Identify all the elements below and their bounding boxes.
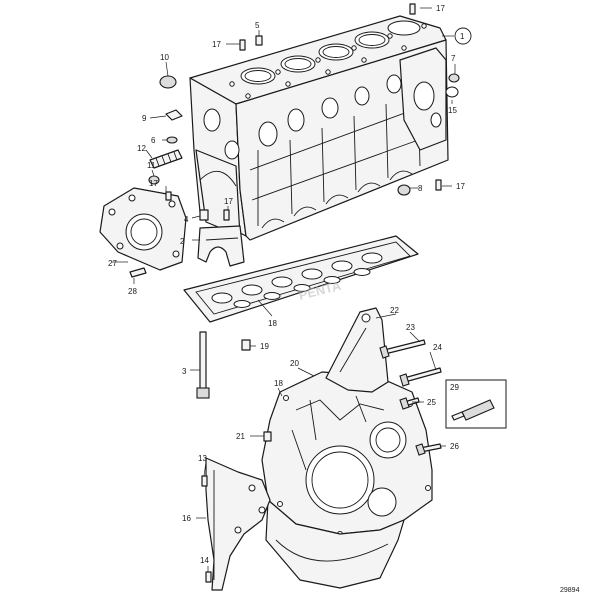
small-fittings-left bbox=[129, 3, 460, 351]
callout-19: 19 bbox=[260, 342, 269, 351]
ladder-frame-gasket: PENTA bbox=[183, 235, 419, 323]
callout-5: 5 bbox=[255, 21, 260, 30]
drawing-number: 29894 bbox=[560, 587, 580, 594]
cover-plate bbox=[201, 431, 272, 591]
callout-17-e: 17 bbox=[224, 197, 233, 206]
callout-28: 28 bbox=[128, 287, 137, 296]
callout-1: 1 bbox=[460, 32, 465, 41]
long-bolt bbox=[196, 331, 210, 399]
callout-15: 15 bbox=[448, 106, 457, 115]
callout-26: 26 bbox=[450, 442, 459, 451]
leader-lines bbox=[112, 7, 472, 572]
callout-6: 6 bbox=[151, 136, 156, 145]
callout-3: 3 bbox=[182, 367, 187, 376]
callout-10: 10 bbox=[160, 53, 169, 62]
callout-2: 2 bbox=[180, 237, 185, 246]
callout-27: 27 bbox=[108, 259, 117, 268]
flywheel-housing bbox=[261, 371, 433, 589]
callout-29: 29 bbox=[450, 383, 459, 392]
callout-16: 16 bbox=[182, 514, 191, 523]
callout-17-b: 17 bbox=[212, 40, 221, 49]
callout-17-a: 17 bbox=[436, 4, 445, 13]
callout-7: 7 bbox=[451, 54, 456, 63]
callout-17-d: 17 bbox=[456, 182, 465, 191]
housing-bolts bbox=[379, 339, 442, 456]
callout-4: 4 bbox=[184, 215, 189, 224]
callout-24: 24 bbox=[433, 343, 442, 352]
engine-block bbox=[189, 15, 449, 241]
callout-12: 12 bbox=[137, 144, 146, 153]
callout-8: 8 bbox=[418, 184, 423, 193]
callout-25: 25 bbox=[427, 398, 436, 407]
callout-21: 21 bbox=[236, 432, 245, 441]
callout-14: 14 bbox=[200, 556, 209, 565]
callout-9: 9 bbox=[142, 114, 147, 123]
main-bearing-cap bbox=[197, 225, 245, 267]
callout-20: 20 bbox=[290, 359, 299, 368]
rear-seal-housing bbox=[99, 187, 187, 271]
callout-17-c: 17 bbox=[149, 179, 158, 188]
sealant-kit-box: 29 bbox=[445, 379, 507, 429]
callout-11: 11 bbox=[147, 161, 156, 170]
callout-labels: 1 2 3 4 5 6 7 8 9 10 11 12 13 14 15 16 1… bbox=[108, 4, 465, 565]
callout-13: 13 bbox=[198, 454, 207, 463]
callout-18-b: 18 bbox=[274, 379, 283, 388]
callout-18-a: 18 bbox=[268, 319, 277, 328]
callout-22: 22 bbox=[390, 306, 399, 315]
engine-bracket bbox=[325, 307, 389, 393]
callout-23: 23 bbox=[406, 323, 415, 332]
